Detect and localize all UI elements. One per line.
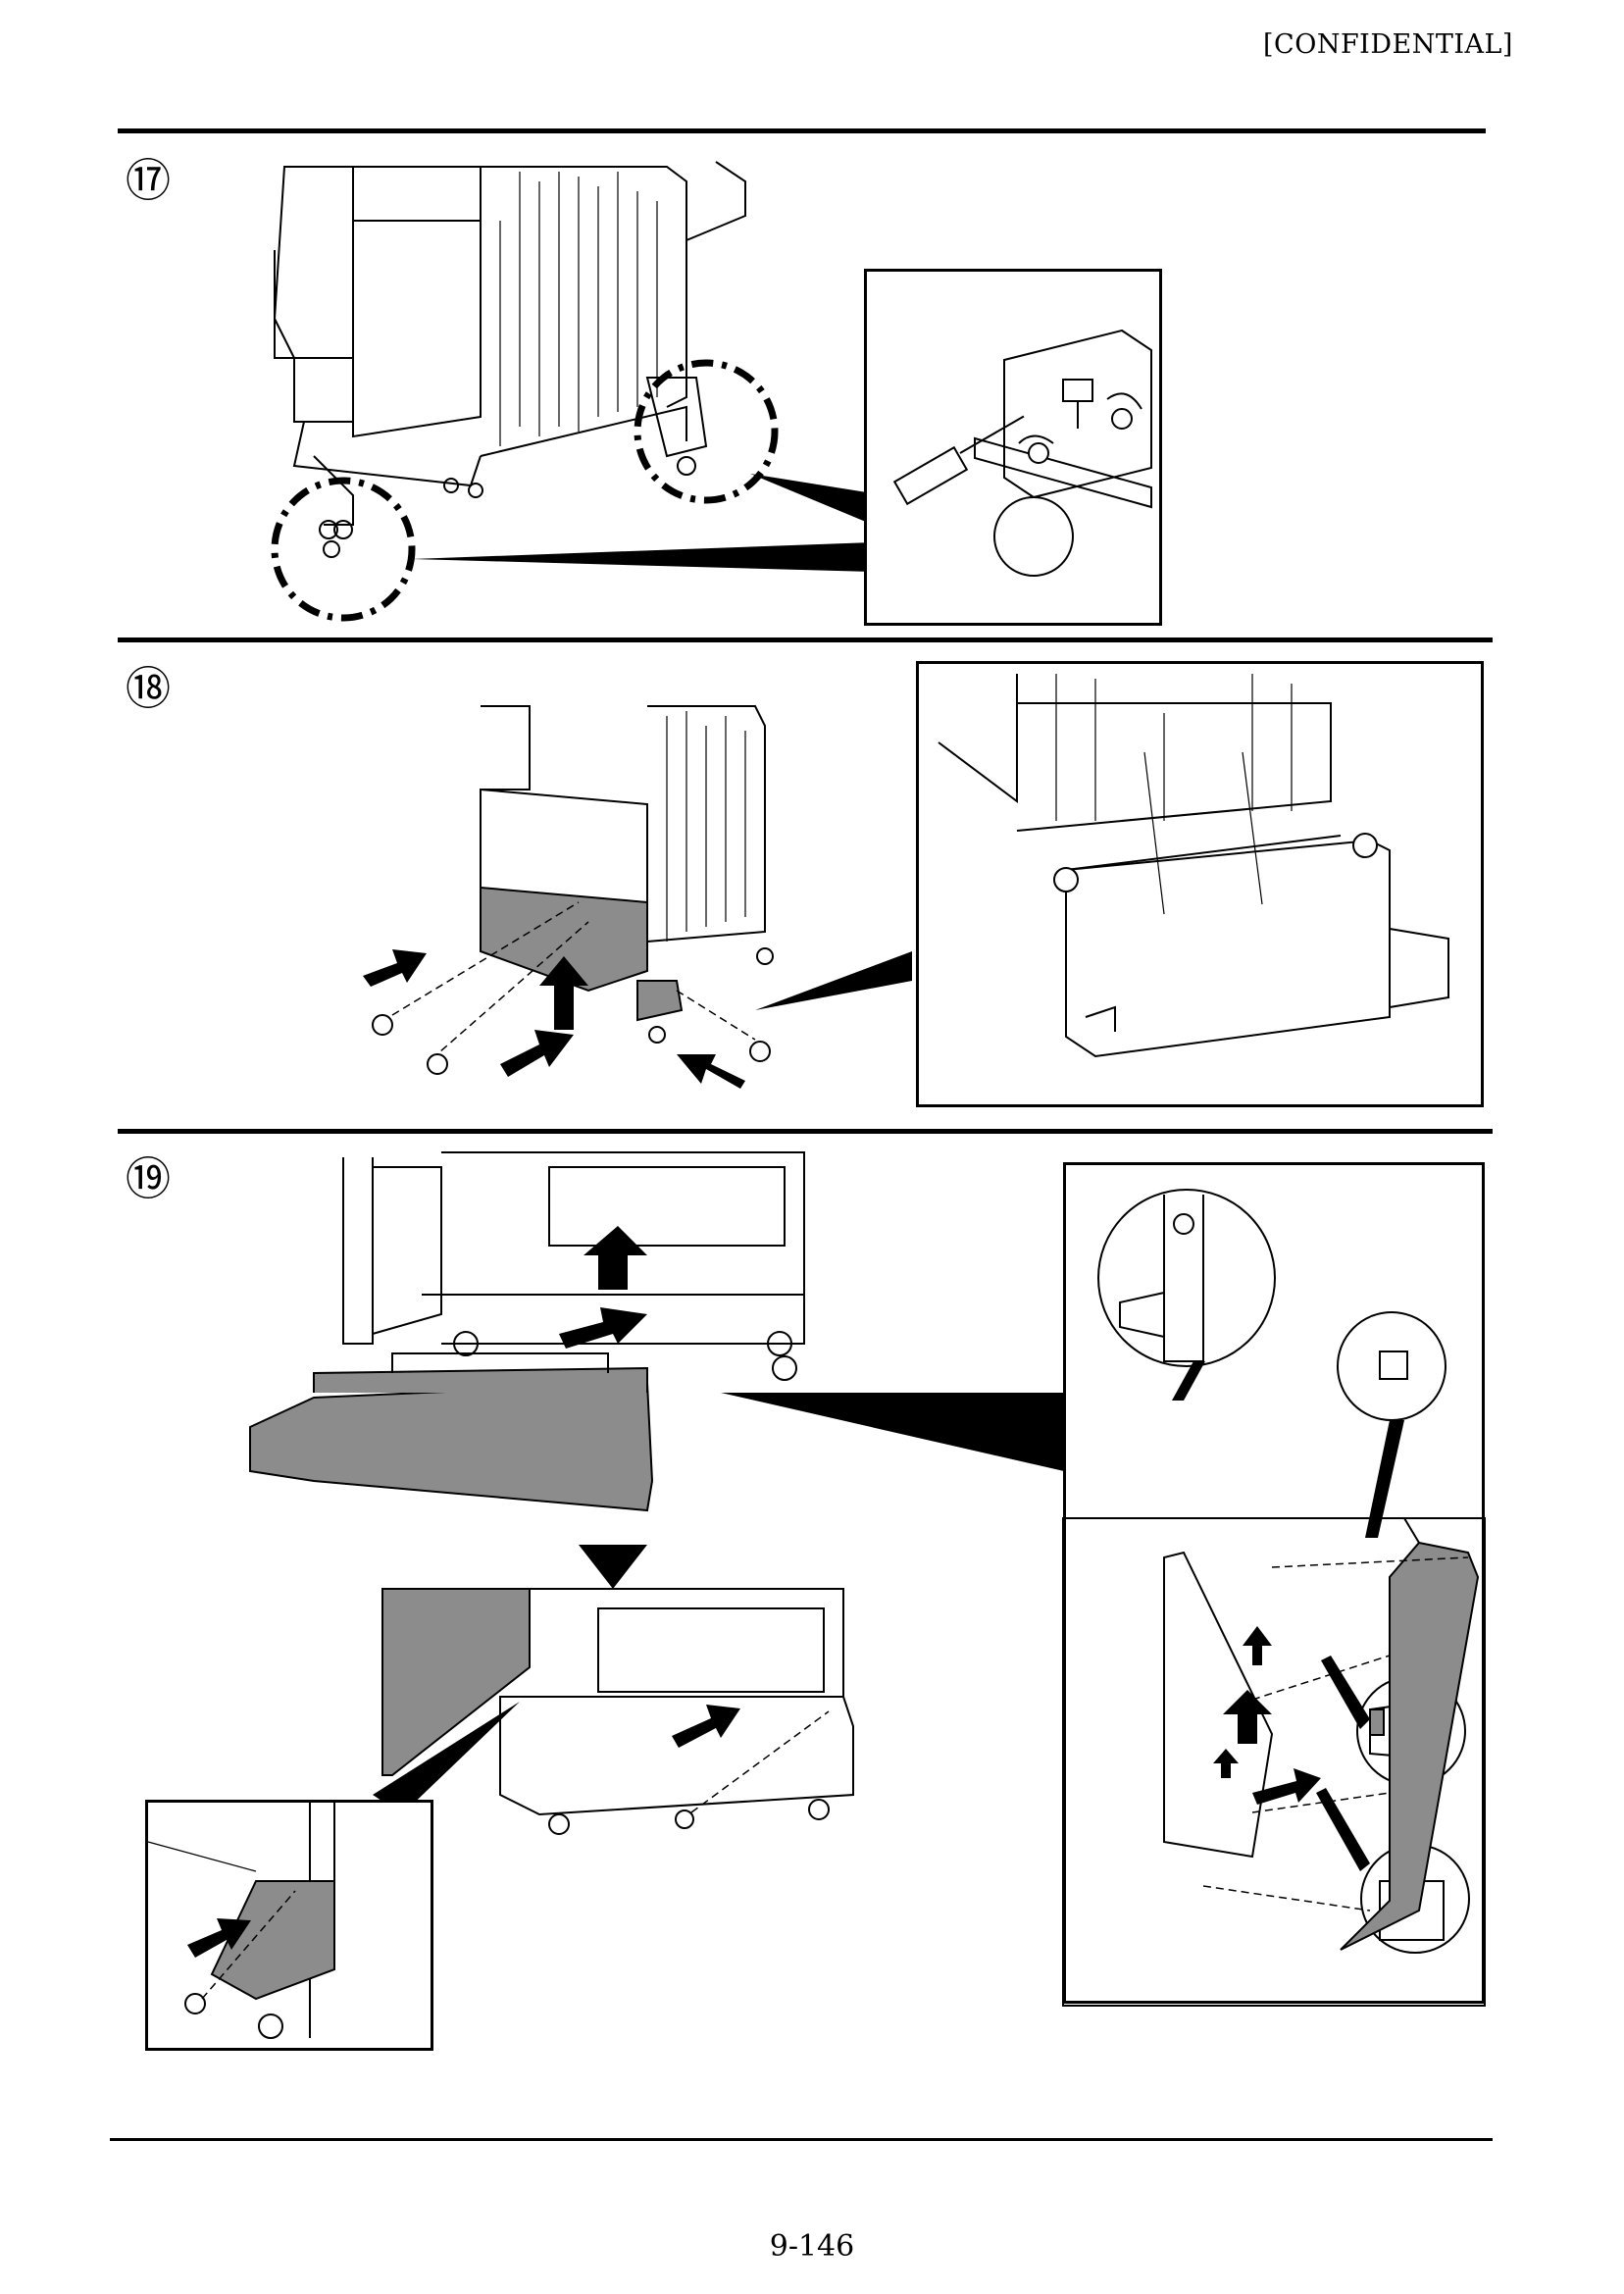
adjuster-screwdriver-illustration bbox=[892, 329, 1152, 577]
step-number-18: ⑱ bbox=[126, 662, 171, 715]
page-number: 9-146 bbox=[769, 2229, 855, 2264]
step-19-bottom-left-inset bbox=[145, 1800, 433, 2051]
confidential-label: [CONFIDENTIAL] bbox=[1263, 29, 1513, 60]
step-17-detail-inset bbox=[864, 269, 1162, 626]
step-18-detail-inset bbox=[916, 661, 1484, 1107]
foot-screw-detail-illustration bbox=[147, 1803, 335, 2039]
top-rule bbox=[118, 128, 1486, 133]
step-18-rule bbox=[118, 637, 1493, 642]
step-19-machine-before-illustration bbox=[249, 1151, 1064, 1589]
bottom-rule bbox=[110, 2138, 1493, 2141]
step-number-19: ⑲ bbox=[126, 1152, 171, 1205]
step-number-17: ⑰ bbox=[126, 154, 171, 207]
step-19-detail-inset bbox=[1062, 1162, 1486, 2007]
cover-removal-detail-illustration bbox=[938, 674, 1449, 1058]
step-19-machine-after-illustration bbox=[373, 1588, 854, 1835]
cover-hooks-detail-illustration bbox=[1062, 1189, 1486, 2007]
step-18-machine-illustration bbox=[363, 705, 912, 1089]
step-19-rule bbox=[118, 1129, 1493, 1134]
step-17-machine-illustration bbox=[271, 161, 873, 622]
